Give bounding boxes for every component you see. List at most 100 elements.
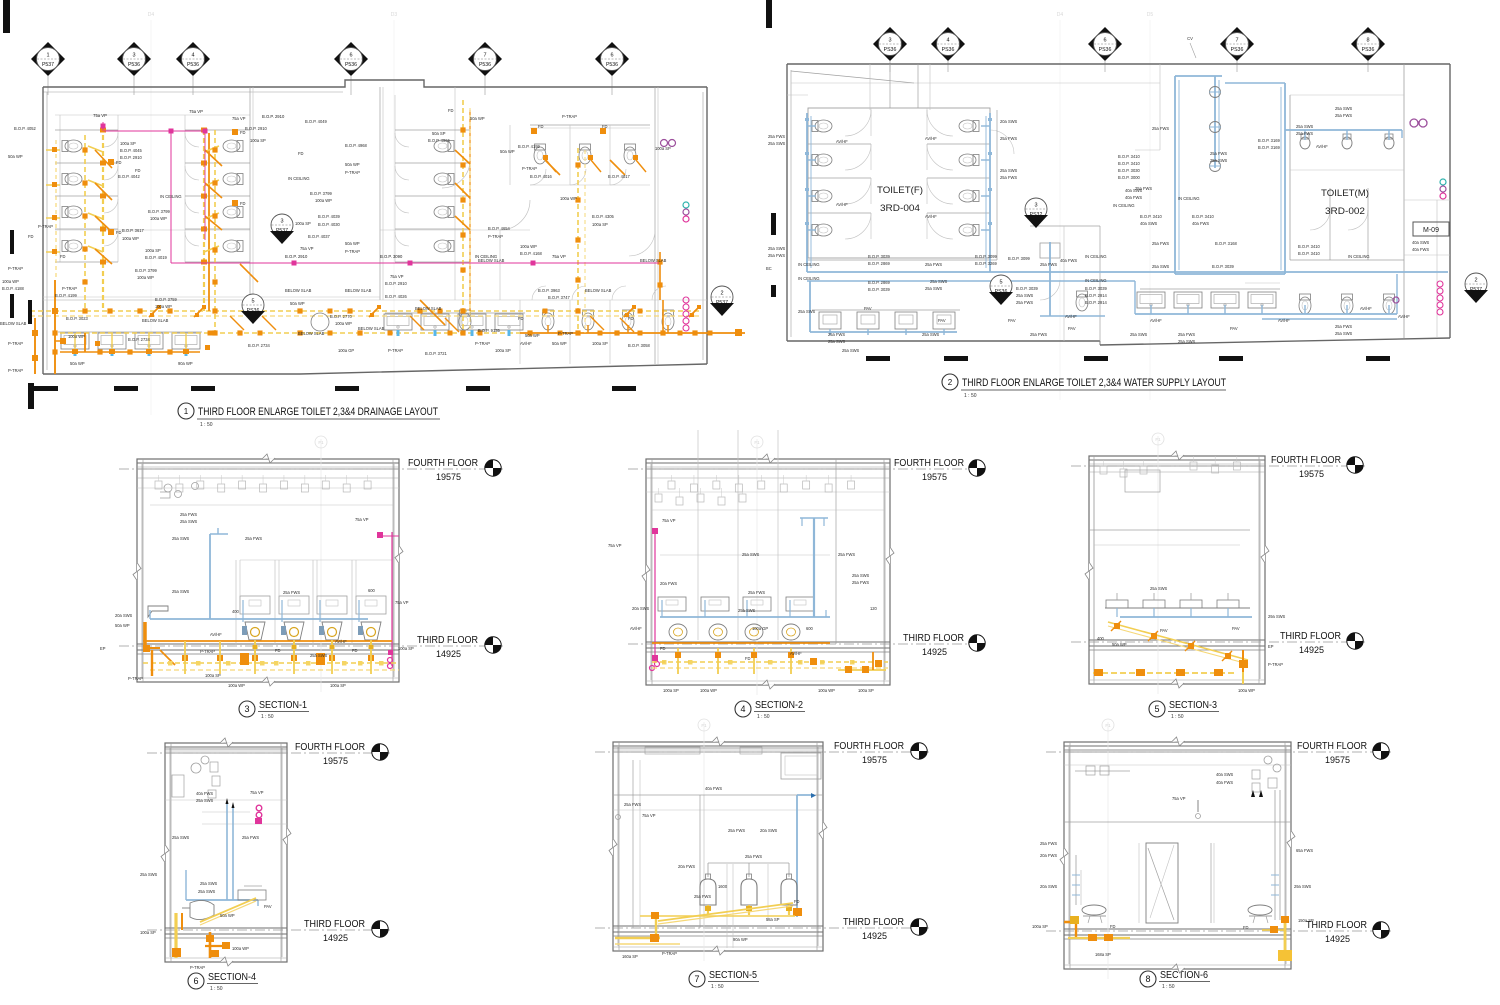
svg-text:B.O.P. 3000: B.O.P. 3000 [1118,175,1140,180]
svg-text:25a FWS: 25a FWS [1000,175,1017,180]
svg-text:PS36: PS36 [884,47,897,53]
svg-text:B.O.P. 2910: B.O.P. 2910 [245,126,267,131]
svg-text:4: 4 [946,38,949,44]
svg-text:20a SWS: 20a SWS [115,613,133,618]
svg-text:14925: 14925 [922,647,947,657]
svg-text:3RD-002: 3RD-002 [1325,206,1365,217]
svg-text:25a FWS: 25a FWS [1335,113,1352,118]
svg-text:B.O.P. 2910: B.O.P. 2910 [120,155,142,160]
svg-text:B.O.P. 4968: B.O.P. 4968 [345,143,367,148]
svg-text:SECTION-6: SECTION-6 [1160,970,1208,981]
svg-text:BELOW SLAB: BELOW SLAB [585,288,612,293]
svg-text:AV/HF: AV/HF [925,136,937,141]
svg-text:AV/HF: AV/HF [1398,314,1410,319]
svg-text:B.O.P. 4305: B.O.P. 4305 [592,214,614,219]
svg-text:FD: FD [28,234,34,239]
svg-text:100a SP: 100a SP [330,683,346,688]
svg-text:P536: P536 [128,62,140,68]
svg-text:20a SWS: 20a SWS [1000,119,1018,124]
svg-text:25a SWS: 25a SWS [172,835,190,840]
svg-text:B.O.P. 3799: B.O.P. 3799 [135,268,157,273]
svg-text:B.O.P. 3721: B.O.P. 3721 [425,351,447,356]
svg-text:P-TRAP: P-TRAP [562,114,577,119]
svg-text:B.O.P. 4049: B.O.P. 4049 [305,119,327,124]
svg-text:75a VP: 75a VP [390,274,404,279]
svg-text:25a SWS: 25a SWS [742,552,760,557]
svg-text:B.O.P. 4199: B.O.P. 4199 [55,293,77,298]
svg-text:PAV: PAV [1008,318,1016,323]
svg-text:B.O.P. 4042: B.O.P. 4042 [118,174,140,179]
svg-text:100a SP: 100a SP [398,646,414,651]
svg-text:B.O.P. 3799: B.O.P. 3799 [310,191,332,196]
svg-text:19575: 19575 [922,472,947,482]
svg-text:19575: 19575 [1325,755,1350,765]
svg-text:1 : 50: 1 : 50 [200,422,213,428]
svg-text:4: 4 [740,704,745,714]
svg-text:FD: FD [298,151,304,156]
svg-text:100a SP: 100a SP [592,222,608,227]
svg-text:B.O.P. 4052: B.O.P. 4052 [14,126,36,131]
svg-text:100a WP: 100a WP [520,244,537,249]
svg-text:4: 4 [191,53,194,59]
svg-text:P-TRAP: P-TRAP [1268,662,1283,667]
svg-text:THIRD FLOOR: THIRD FLOOR [1280,631,1341,642]
svg-text:25a FWS: 25a FWS [1152,126,1169,131]
svg-text:25a SWS: 25a SWS [1335,331,1353,336]
svg-text:5: 5 [1154,704,1159,714]
svg-text:THIRD FLOOR: THIRD FLOOR [843,917,904,928]
svg-text:PAV: PAV [1230,326,1238,331]
svg-text:100a SP: 100a SP [1032,924,1048,929]
svg-text:50a WP: 50a WP [1112,642,1127,647]
svg-text:75a VP: 75a VP [355,517,369,522]
svg-text:100a GP: 100a GP [752,626,768,631]
svg-text:25a FWS: 25a FWS [925,262,942,267]
svg-text:AV/HF: AV/HF [1316,144,1328,149]
svg-text:FOURTH FLOOR: FOURTH FLOOR [295,742,365,753]
svg-text:8: 8 [1366,38,1369,44]
svg-text:25a SWS: 25a SWS [852,573,870,578]
svg-text:B.O.P. 4026: B.O.P. 4026 [385,294,407,299]
svg-text:AV/HF: AV/HF [1150,318,1162,323]
svg-text:25a SWS: 25a SWS [842,348,860,353]
svg-text:M-09: M-09 [1423,227,1439,234]
svg-text:50a WP: 50a WP [115,623,130,628]
svg-text:40a FWS: 40a FWS [1125,195,1142,200]
svg-text:B.O.P. 3169: B.O.P. 3169 [1258,138,1280,143]
svg-text:25a SWS: 25a SWS [1016,293,1034,298]
svg-text:50a WP: 50a WP [470,116,485,121]
svg-text:25a SWS: 25a SWS [1178,339,1196,344]
svg-text:FD: FD [1243,925,1249,930]
svg-text:20a SWS: 20a SWS [760,828,778,833]
svg-text:B.O.P. 4199: B.O.P. 4199 [518,144,540,149]
svg-text:B.O.P. 3963: B.O.P. 3963 [538,288,560,293]
svg-text:1 : 50: 1 : 50 [210,986,223,992]
svg-text:160a SP: 160a SP [622,954,638,959]
svg-text:29a SWS: 29a SWS [1268,614,1286,619]
svg-text:100a SP: 100a SP [663,688,679,693]
svg-text:FD: FD [1110,924,1116,929]
svg-text:B.O.P. 3410: B.O.P. 3410 [1118,161,1140,166]
svg-text:B.O.P. 4168: B.O.P. 4168 [520,251,542,256]
svg-text:40a SWS: 40a SWS [1125,188,1143,193]
svg-text:B.O.P. 3799: B.O.P. 3799 [148,209,170,214]
svg-text:FD: FD [538,124,544,129]
svg-text:400: 400 [1097,636,1105,641]
svg-text:AV/HF: AV/HF [836,139,848,144]
svg-text:AV/HF: AV/HF [1278,318,1290,323]
svg-text:400: 400 [232,609,240,614]
svg-text:P-TRAP: P-TRAP [8,368,23,373]
svg-text:B.O.P. 3090: B.O.P. 3090 [380,254,403,259]
svg-text:FOURTH FLOOR: FOURTH FLOOR [1271,455,1341,466]
svg-text:B.O.P. 3039: B.O.P. 3039 [1085,286,1107,291]
svg-text:75a VP: 75a VP [250,790,264,795]
svg-text:F1: F1 [1105,723,1111,728]
svg-text:B.O.P. 3617: B.O.P. 3617 [122,228,144,233]
svg-text:P-TRAP: P-TRAP [128,676,143,681]
svg-text:P-TRAP: P-TRAP [488,234,503,239]
svg-text:FD: FD [352,648,358,653]
svg-text:25a SWS: 25a SWS [1130,332,1148,337]
svg-text:FD: FD [116,160,122,165]
svg-text:CV: CV [1187,36,1193,41]
svg-text:40a FWS: 40a FWS [1192,221,1209,226]
svg-text:AV/HF: AV/HF [1360,306,1372,311]
